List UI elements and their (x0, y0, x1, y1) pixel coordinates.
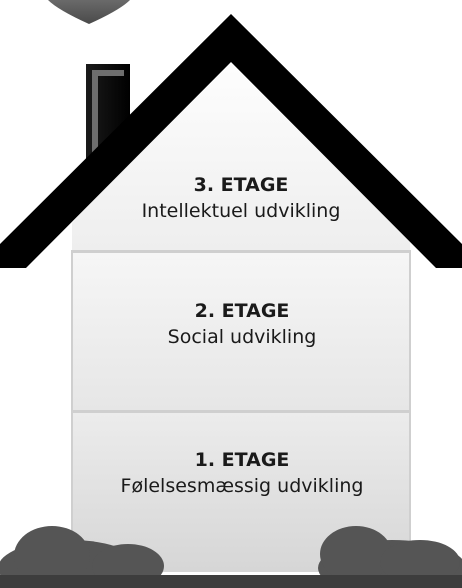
floor-3-title: 3. ETAGE (193, 174, 289, 196)
floor-2-title: 2. ETAGE (194, 300, 290, 322)
floor-2-label: 2. ETAGE Social udvikling (72, 298, 412, 350)
floor-1-title: 1. ETAGE (194, 449, 290, 471)
roof (0, 14, 462, 268)
floor-1-label: 1. ETAGE Følelsesmæssig udvikling (72, 447, 412, 499)
ground (0, 575, 462, 588)
floor-divider (72, 410, 410, 413)
floor-3-label: 3. ETAGE Intellektuel udvikling (60, 172, 422, 224)
floor-1-subtitle: Følelsesmæssig udvikling (120, 475, 364, 497)
floor-divider (72, 250, 410, 253)
attic-wall (72, 44, 410, 252)
floor-2-subtitle: Social udvikling (167, 326, 317, 348)
heart-icon (48, 0, 130, 24)
floor-3-subtitle: Intellektuel udvikling (141, 200, 341, 222)
floor-2-wall (72, 252, 410, 412)
